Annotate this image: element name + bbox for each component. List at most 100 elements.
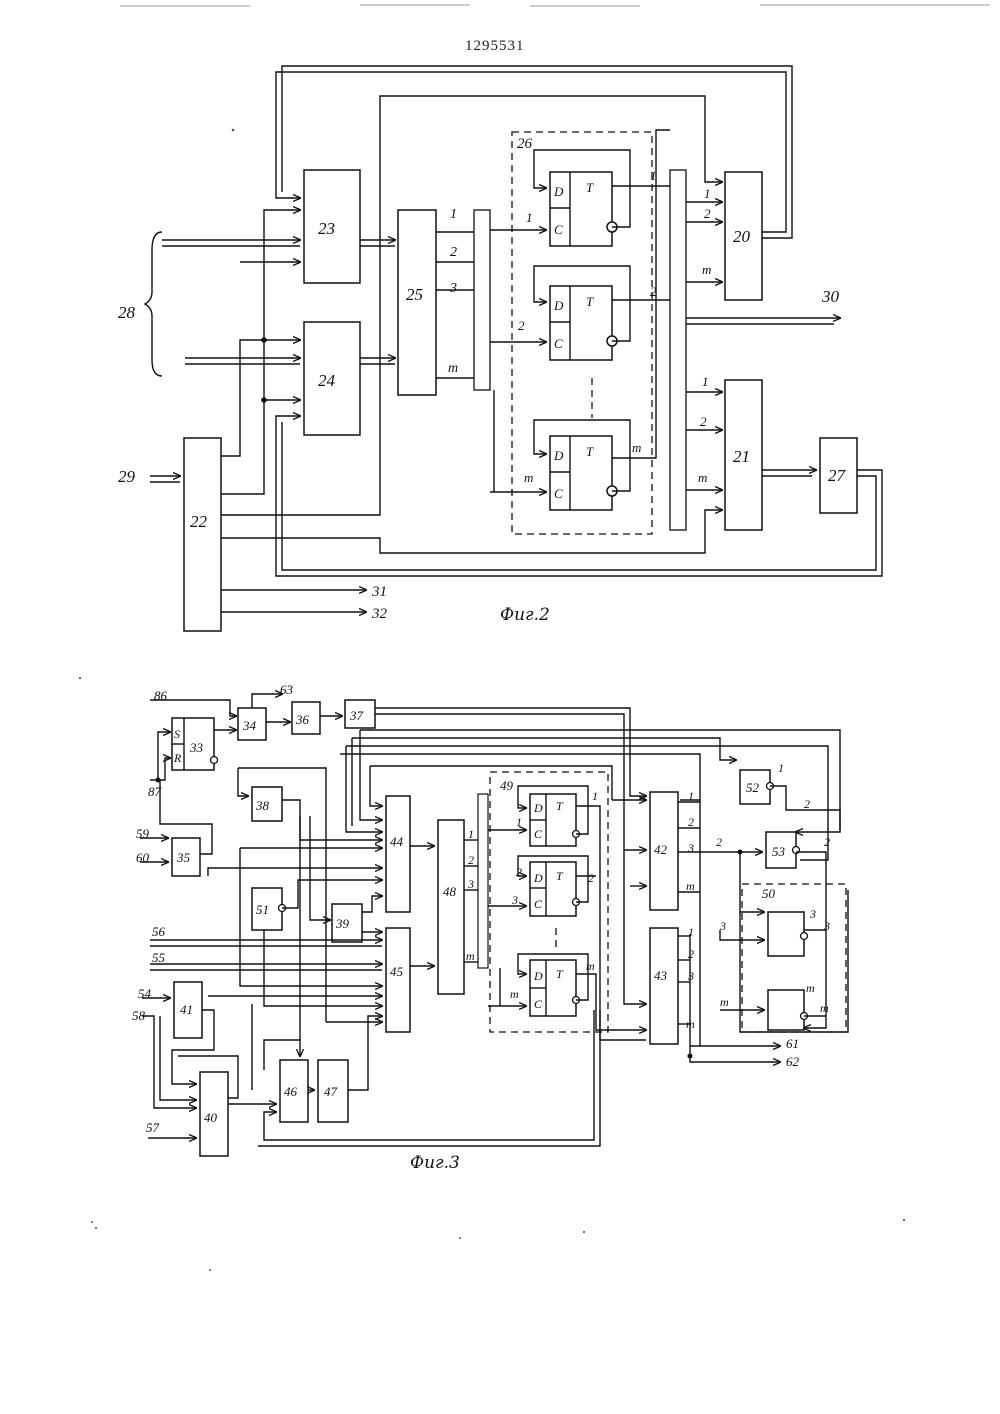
label-53: 53	[772, 844, 786, 859]
label-in-56: 56	[152, 924, 166, 939]
pin-21-m: m	[698, 470, 707, 485]
label-26: 26	[517, 136, 533, 152]
pin-ff2-in: 2	[518, 318, 525, 333]
label-39: 39	[335, 916, 350, 931]
label-in-87: 87	[148, 784, 162, 799]
label-45: 45	[390, 964, 404, 979]
pin-53-in2: 2	[716, 835, 722, 849]
label-22: 22	[190, 512, 208, 531]
caption-fig2: Фиг.2	[500, 605, 550, 625]
label-51: 51	[256, 902, 269, 917]
label-50: 50	[762, 886, 776, 901]
label-52: 52	[746, 780, 760, 795]
pin-43-1: 1	[688, 925, 694, 939]
pin-53-out2: 2	[824, 835, 830, 849]
pin-25-2: 2	[450, 245, 457, 260]
label-in-55: 55	[152, 950, 166, 965]
label-in-58: 58	[132, 1008, 146, 1023]
pin-48-1: 1	[468, 827, 474, 841]
patent-number: 1295531	[465, 38, 525, 54]
pin-49-in3: 3	[511, 893, 518, 907]
pin-50-out3a: 3	[809, 907, 816, 921]
label-in-60: 60	[136, 850, 150, 865]
pin-50-in3: 3	[719, 919, 726, 933]
block-45	[386, 928, 410, 1032]
label-38: 38	[255, 798, 270, 813]
label-47: 47	[324, 1084, 338, 1099]
ffm-C: C	[554, 486, 563, 501]
pin-48-3: 3	[467, 877, 474, 891]
ff49-m-D: D	[533, 969, 543, 983]
label-25: 25	[406, 285, 423, 304]
ff50-m	[768, 990, 808, 1030]
label-44: 44	[390, 834, 404, 849]
label-49: 49	[500, 778, 514, 793]
pin-33-S: S	[174, 727, 180, 741]
label-in-57: 57	[146, 1120, 160, 1135]
label-out-32: 32	[371, 606, 388, 622]
caption-fig3: Фиг.3	[410, 1153, 460, 1173]
pin-ff2-out: 2	[650, 284, 657, 299]
figure-2: 23 24 25 22 20 21 27 26 28 29 30 31 32 1…	[118, 66, 882, 631]
pin-20-1: 1	[704, 186, 711, 201]
pin-49-out1: 1	[592, 789, 598, 803]
pin-ff1-in: 1	[526, 210, 533, 225]
pin-21-2: 2	[700, 414, 707, 429]
pin-50-outm1: m	[806, 981, 815, 995]
pin-48-2: 2	[468, 853, 474, 867]
pin-48-m: m	[466, 949, 475, 963]
pin-top-2: 2	[804, 797, 810, 811]
label-35: 35	[176, 850, 191, 865]
scan-marks	[120, 5, 990, 6]
label-37: 37	[349, 708, 364, 723]
ff2-D: D	[553, 298, 564, 313]
pin-42-2: 2	[688, 815, 694, 829]
ffm-T: T	[586, 444, 594, 459]
block-22	[184, 438, 221, 631]
pin-25-3: 3	[449, 281, 457, 296]
ff1-T: T	[586, 180, 594, 195]
label-48: 48	[443, 884, 457, 899]
block-43	[650, 928, 678, 1044]
pin-49-inm: m	[510, 987, 519, 1001]
pin-50-inm: m	[720, 995, 729, 1009]
pin-20-2: 2	[704, 206, 711, 221]
ff2-C: C	[554, 336, 563, 351]
figure-3: 33 S R 34 36 37 38 35 51 39 41 40 46 47 …	[132, 682, 848, 1173]
pin-49-in2: 2	[516, 865, 522, 879]
pin-33-R: R	[173, 751, 182, 765]
label-23: 23	[318, 219, 335, 238]
ff1-C: C	[554, 222, 563, 237]
ff49-1-D: D	[533, 801, 543, 815]
pin-42-3: 3	[687, 841, 694, 855]
label-40: 40	[204, 1110, 218, 1125]
ff50-3	[768, 912, 808, 956]
label-46: 46	[284, 1084, 298, 1099]
block-48	[438, 820, 464, 994]
label-out-63: 63	[280, 682, 294, 697]
ff49-2-C: C	[534, 897, 543, 911]
pin-ffm-out: m	[632, 440, 641, 455]
ff49-1-C: C	[534, 827, 543, 841]
label-bus-29: 29	[118, 467, 136, 486]
pin-49-in1: 1	[516, 815, 522, 829]
label-20: 20	[733, 227, 751, 246]
pin-25-1: 1	[450, 207, 457, 222]
label-43: 43	[654, 968, 668, 983]
label-out-61: 61	[786, 1036, 799, 1051]
ff49-2-D: D	[533, 871, 543, 885]
pin-50-out3b: 3	[823, 919, 830, 933]
pin-49-out2: 2	[588, 871, 594, 885]
ff49-m-C: C	[534, 997, 543, 1011]
pin-42-1: 1	[688, 789, 694, 803]
fig2-wiring	[145, 66, 882, 612]
label-36: 36	[295, 712, 310, 727]
label-24: 24	[318, 371, 336, 390]
pin-43-3: 3	[687, 969, 694, 983]
pin-ffm-in: m	[524, 470, 533, 485]
ffm-D: D	[553, 448, 564, 463]
label-41: 41	[180, 1002, 193, 1017]
ff2-T: T	[586, 294, 594, 309]
pin-ff1-out: 1	[650, 168, 657, 183]
